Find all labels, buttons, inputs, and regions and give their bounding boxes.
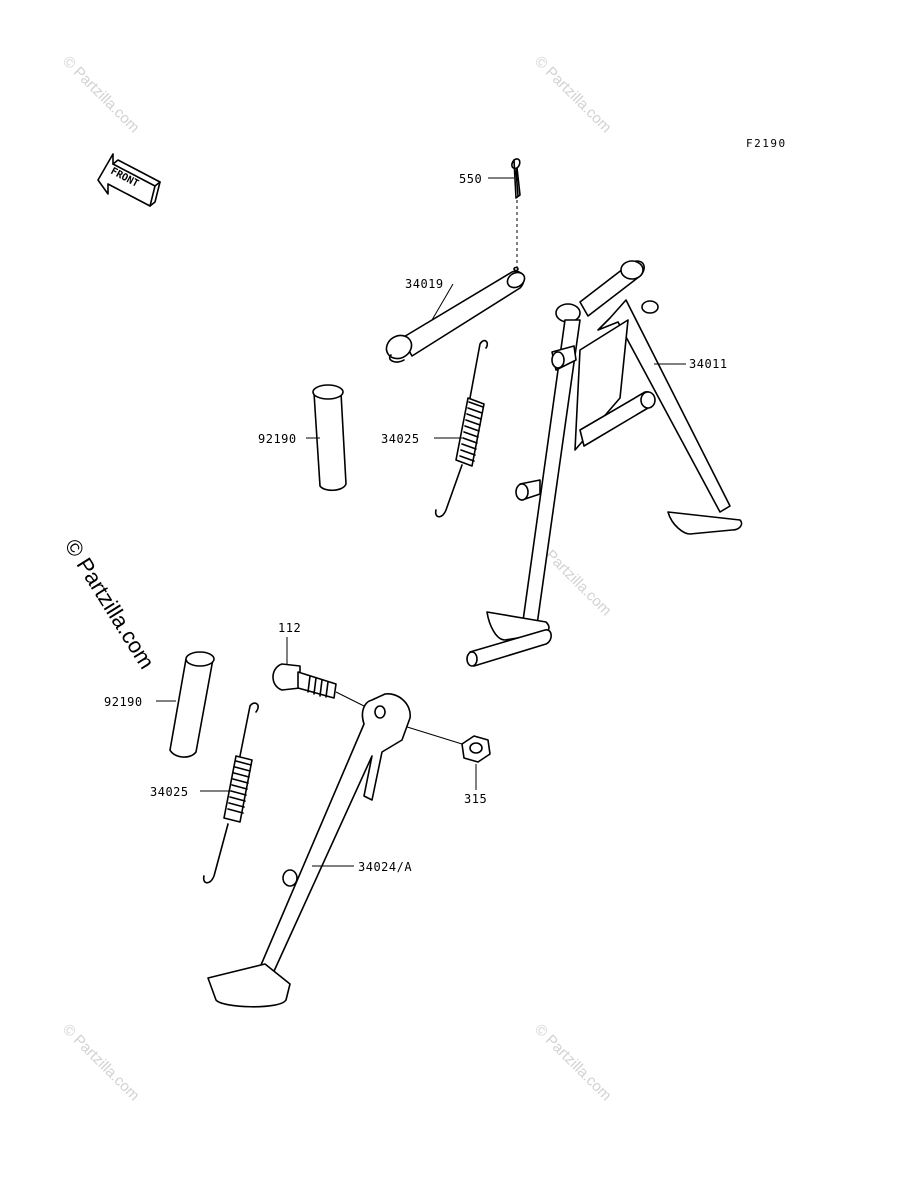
pivot-pin-part xyxy=(385,266,526,363)
watermark: © Partzilla.com xyxy=(531,53,614,136)
part-label-34024a: 34024/A xyxy=(358,860,412,874)
watermark-dark: © Partzilla.com xyxy=(60,534,160,673)
side-stand-part xyxy=(207,693,411,1008)
cotter-pin-part xyxy=(511,158,521,268)
watermark: © Partzilla.com xyxy=(59,1021,142,1104)
front-arrow-icon: FRONT xyxy=(97,153,161,207)
leader-lines xyxy=(156,177,686,867)
part-label-315: 315 xyxy=(464,792,487,806)
part-label-112: 112 xyxy=(278,621,301,635)
part-label-34019: 34019 xyxy=(405,277,444,291)
nut-part xyxy=(403,725,491,763)
collar-part-lower xyxy=(169,651,215,758)
part-label-34011: 34011 xyxy=(689,357,728,371)
part-label-34025-upper: 34025 xyxy=(381,432,420,446)
spring-part-lower xyxy=(202,702,259,884)
part-label-34025-lower: 34025 xyxy=(150,785,189,799)
diagram-ref-code: F2190 xyxy=(746,137,787,150)
part-label-550: 550 xyxy=(459,172,482,186)
watermark: © Partzilla.com xyxy=(59,53,142,136)
collar-part-upper xyxy=(312,384,347,492)
main-stand-part xyxy=(466,260,743,667)
watermark: © Partzilla.com xyxy=(531,1021,614,1104)
bolt-part xyxy=(272,663,377,713)
spring-part-upper xyxy=(434,339,489,518)
part-label-92190-upper: 92190 xyxy=(258,432,297,446)
part-label-92190-lower: 92190 xyxy=(104,695,143,709)
